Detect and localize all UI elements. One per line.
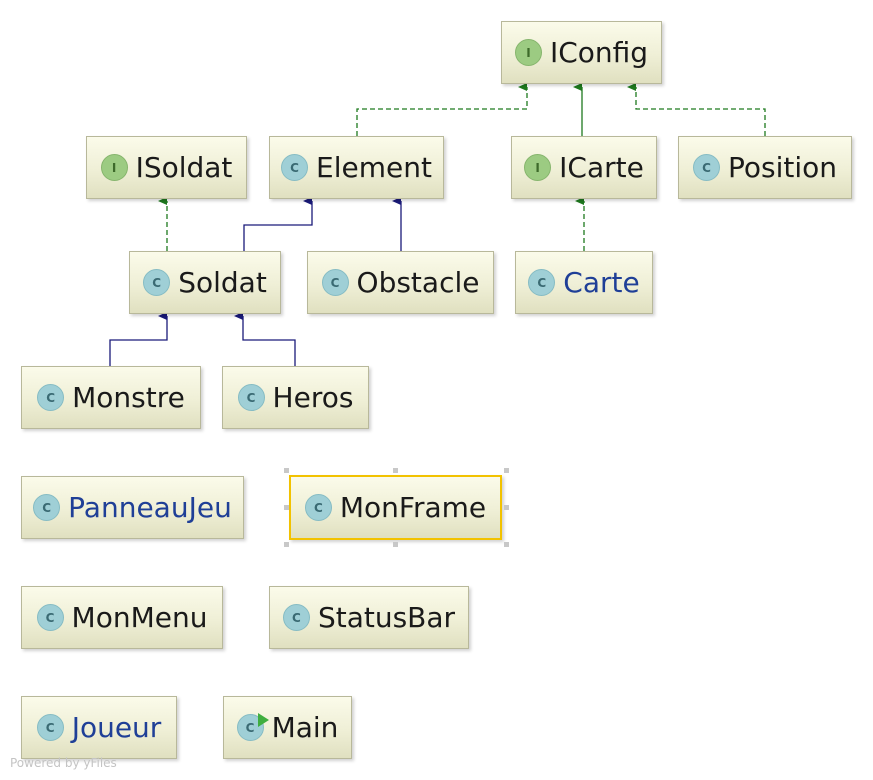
node-label: Position [727,151,838,184]
node-obstacle[interactable]: C Obstacle [307,251,494,314]
node-position[interactable]: C Position [678,136,852,199]
resize-handle-top-left[interactable] [284,468,289,473]
node-soldat[interactable]: C Soldat [129,251,281,314]
node-label: Monstre [72,381,185,414]
node-icarte[interactable]: I ICarte [511,136,657,199]
class-icon: C [321,269,349,296]
class-icon: C [37,384,65,411]
class-icon: C [692,154,720,181]
resize-handle-middle-right[interactable] [504,505,509,510]
class-icon: C [143,269,171,296]
class-icon: C [36,714,64,741]
class-icon: C [304,494,332,521]
node-label: Main [271,711,339,744]
node-label: StatusBar [317,601,456,634]
node-label: MonFrame [339,491,487,524]
node-statusbar[interactable]: C StatusBar [269,586,469,649]
class-icon: C [33,494,61,521]
node-monmenu[interactable]: C MonMenu [21,586,223,649]
node-isoldat[interactable]: I ISoldat [86,136,247,199]
class-icon: C [282,604,310,631]
node-label: MonMenu [71,601,208,634]
interface-icon: I [100,154,128,181]
resize-handle-top-right[interactable] [504,468,509,473]
node-panneaujeu[interactable]: C PanneauJeu [21,476,244,539]
class-icon: C [36,604,64,631]
edge-soldat-element[interactable] [243,197,313,251]
node-label: Soldat [178,266,267,299]
resize-handle-middle-left[interactable] [284,505,289,510]
node-label: Obstacle [356,266,480,299]
node-carte[interactable]: C Carte [515,251,653,314]
edge-monstre-soldat[interactable] [109,312,168,366]
node-label: Joueur [71,711,162,744]
edge-element-iconfig[interactable] [356,83,528,136]
node-monframe[interactable]: C MonFrame [289,475,502,540]
node-label: PanneauJeu [68,491,232,524]
class-icon: C [236,713,269,741]
class-icon-letter: C [245,720,255,735]
node-heros[interactable]: C Heros [222,366,369,429]
node-label: Element [316,151,432,184]
node-label: IConfig [549,36,649,69]
node-joueur[interactable]: C Joueur [21,696,177,759]
node-main[interactable]: C Main [223,696,352,759]
edge-position-iconfig[interactable] [627,83,766,136]
resize-handle-top-center[interactable] [393,468,398,473]
node-label: Carte [563,266,640,299]
class-icon: C [281,154,309,181]
class-icon: C [237,384,265,411]
node-iconfig[interactable]: I IConfig [501,21,662,84]
class-icon: C [528,269,556,296]
node-label: ICarte [559,151,644,184]
interface-icon: I [514,39,542,66]
node-label: ISoldat [135,151,233,184]
node-label: Heros [272,381,354,414]
node-monstre[interactable]: C Monstre [21,366,201,429]
node-element[interactable]: C Element [269,136,444,199]
resize-handle-bottom-right[interactable] [504,542,509,547]
edge-heros-soldat[interactable] [234,312,296,366]
interface-icon: I [524,154,552,181]
resize-handle-bottom-center[interactable] [393,542,398,547]
yfiles-watermark: Powered by yFiles [10,756,117,770]
resize-handle-bottom-left[interactable] [284,542,289,547]
run-icon [257,713,269,727]
